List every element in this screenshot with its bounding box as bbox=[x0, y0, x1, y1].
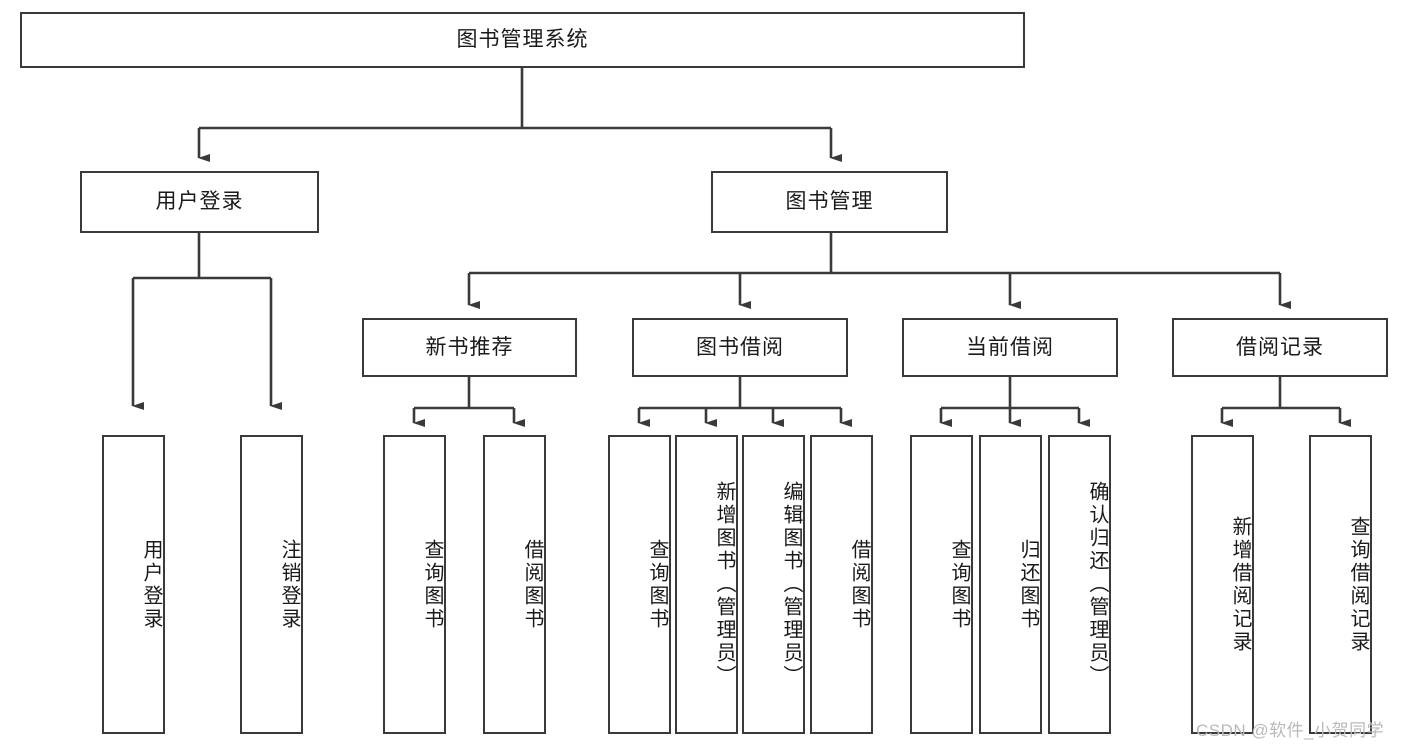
node-label: 确认归还（管理员） bbox=[1086, 481, 1108, 688]
node-label: 编辑图书（管理员） bbox=[780, 481, 802, 688]
node-label: 查询图书 bbox=[948, 538, 970, 631]
node-label: 新增图书（管理员） bbox=[713, 481, 735, 688]
node-book-manage[interactable]: 图书管理 bbox=[711, 171, 948, 233]
node-leaf-query-book-2[interactable]: 查询图书 bbox=[608, 435, 671, 734]
node-leaf-query-borrow-record[interactable]: 查询借阅记录 bbox=[1309, 435, 1372, 734]
node-leaf-add-book-admin[interactable]: 新增图书（管理员） bbox=[675, 435, 738, 734]
node-label: 查询图书 bbox=[421, 538, 443, 631]
node-leaf-confirm-return-admin[interactable]: 确认归还（管理员） bbox=[1048, 435, 1111, 734]
node-label: 注销登录 bbox=[278, 538, 300, 631]
node-label: 用户登录 bbox=[155, 190, 244, 214]
node-label: 图书管理 bbox=[785, 190, 874, 214]
node-label: 借阅图书 bbox=[848, 538, 870, 631]
node-leaf-edit-book-admin[interactable]: 编辑图书（管理员） bbox=[742, 435, 805, 734]
node-label: 图书管理系统 bbox=[456, 28, 589, 52]
node-label: 图书借阅 bbox=[696, 335, 784, 359]
node-label: 归还图书 bbox=[1017, 538, 1039, 631]
node-root-title[interactable]: 图书管理系统 bbox=[20, 12, 1025, 68]
node-label: 当前借阅 bbox=[966, 335, 1054, 359]
node-label: 新增借阅记录 bbox=[1229, 515, 1251, 654]
node-label: 借阅图书 bbox=[521, 538, 543, 631]
node-leaf-logout-login[interactable]: 注销登录 bbox=[240, 435, 303, 734]
node-label: 借阅记录 bbox=[1236, 335, 1324, 359]
node-leaf-query-book-3[interactable]: 查询图书 bbox=[910, 435, 973, 734]
node-label: 查询图书 bbox=[646, 538, 668, 631]
node-book-borrow[interactable]: 图书借阅 bbox=[632, 318, 848, 377]
node-leaf-return-book[interactable]: 归还图书 bbox=[979, 435, 1042, 734]
node-leaf-user-login[interactable]: 用户登录 bbox=[102, 435, 165, 734]
node-leaf-borrow-book-1[interactable]: 借阅图书 bbox=[483, 435, 546, 734]
node-leaf-query-book-1[interactable]: 查询图书 bbox=[383, 435, 446, 734]
node-leaf-add-borrow-record[interactable]: 新增借阅记录 bbox=[1191, 435, 1254, 734]
node-user-login[interactable]: 用户登录 bbox=[80, 171, 319, 233]
node-label: 用户登录 bbox=[140, 538, 162, 631]
node-label: 查询借阅记录 bbox=[1347, 515, 1369, 654]
node-label: 新书推荐 bbox=[425, 335, 514, 359]
node-borrow-record[interactable]: 借阅记录 bbox=[1172, 318, 1388, 377]
node-current-borrow[interactable]: 当前借阅 bbox=[902, 318, 1118, 377]
csdn-watermark: CSDN @软件_小贺同学 bbox=[1196, 721, 1385, 740]
node-new-book-recommend[interactable]: 新书推荐 bbox=[362, 318, 577, 377]
node-leaf-borrow-book-2[interactable]: 借阅图书 bbox=[810, 435, 873, 734]
